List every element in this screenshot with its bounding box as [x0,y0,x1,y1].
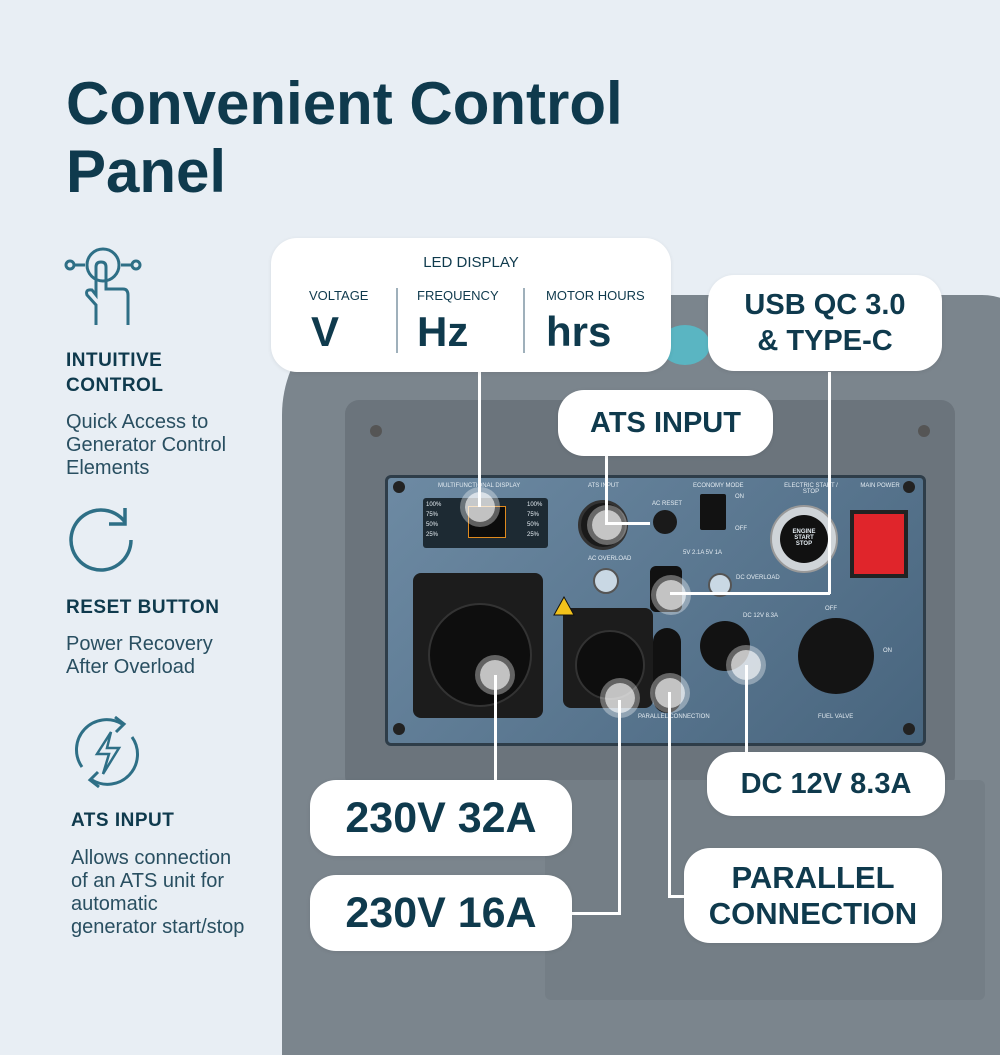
panel-screw [393,723,405,735]
panel-screw [393,481,405,493]
load-50-label: 50% [426,522,439,528]
fuel-valve-knob[interactable] [798,618,874,694]
panel-label-main-power: MAIN POWER [860,483,900,489]
panel-label-fuel-valve: FUEL VALVE [818,714,854,720]
connector-line-usb [670,592,830,595]
economy-on-label: ON [735,494,744,500]
callout-230v-32a: 230V 32A [310,780,572,856]
panel-label-electric-start: ELECTRIC START / STOP [784,483,838,495]
led-display-heading: LED DISPLAY [423,254,519,271]
economy-off-label: OFF [735,526,747,532]
panel-label-ac-overload: AC OVERLOAD [588,556,632,562]
ac-reset-button[interactable] [653,510,677,534]
callout-parallel-line2: CONNECTION [708,896,918,931]
panel-screw [903,481,915,493]
callout-parallel-line1: PARALLEL [731,860,895,895]
callout-230v-16a: 230V 16A [310,875,572,951]
economy-mode-switch[interactable] [700,494,726,530]
fuel-75-label: 75% [527,512,540,518]
marker-dot-ats [592,510,622,540]
marker-dot-parallel [655,678,685,708]
load-100-label: 100% [426,502,442,508]
panel-label-economy-mode: ECONOMY MODE [693,483,744,489]
main-power-switch[interactable] [850,510,908,578]
connector-line-ats [605,455,608,525]
callout-led-display: LED DISPLAY VOLTAGE V FREQUENCY Hz MOTOR… [271,238,671,372]
callout-ats-input: ATS INPUT [558,390,773,456]
ats-lightning-icon [75,715,139,789]
led-voltage-label: VOLTAGE [309,288,369,303]
control-panel: MULTIFUNCTIONAL DISPLAY 100% 75% 50% 25%… [385,475,926,746]
usb-spec-label: 5V 2.1A 5V 1A [683,550,723,556]
connector-line-parallel [668,692,671,897]
fuel-50-label: 50% [527,522,540,528]
connector-line-dc [745,665,748,760]
socket-230v-32a[interactable] [413,573,543,718]
connector-line-16a [560,912,620,915]
engine-start-stop-label: ENGINE START STOP [792,529,816,547]
frame-screw [370,425,382,437]
panel-label-parallel-connection: PARALLEL CONNECTION [638,714,710,720]
touch-control-icon [64,247,142,325]
marker-dot-led [465,492,495,522]
fuel-valve-off-label: OFF [825,606,837,612]
led-motor-hours-label: MOTOR HOURS [546,288,645,303]
led-voltage-value: V [311,308,340,355]
marker-dot-32a [480,660,510,690]
led-divider [523,288,525,353]
callout-usb-line1: USB QC 3.0 [744,289,906,321]
reset-arrow-icon [69,508,133,572]
panel-label-ac-reset: AC RESET [652,501,683,507]
connector-line-usb [828,372,831,594]
panel-label-dc-overload: DC OVERLOAD [736,575,780,581]
connector-line-32a [494,675,497,785]
led-frequency-value: Hz [417,308,469,355]
ac-overload-indicator [593,568,619,594]
fuel-valve-on-label: ON [883,648,892,654]
led-motor-hours-value: hrs [546,308,612,355]
marker-dot-usb [656,580,686,610]
fuel-100-label: 100% [527,502,543,508]
warning-icon [553,596,575,616]
callout-usb: USB QC 3.0 & TYPE-C [708,275,942,371]
engine-start-stop-button[interactable]: ENGINE START STOP [770,505,838,573]
connector-line-ats [605,522,650,525]
panel-screw [903,723,915,735]
load-25-label: 25% [426,532,439,538]
led-divider [396,288,398,353]
connector-line-led [478,372,481,507]
feature-title-ats-input: ATS INPUT [71,810,175,831]
connector-line-16a [618,700,621,915]
callout-dc: DC 12V 8.3A [707,752,945,816]
load-75-label: 75% [426,512,439,518]
led-frequency-label: FREQUENCY [417,288,499,303]
connector-line-parallel [668,895,688,898]
fuel-25-label: 25% [527,532,540,538]
panel-label-ats-input: ATS INPUT [588,483,619,489]
callout-parallel: PARALLEL CONNECTION [684,848,942,943]
feature-title-reset-button: RESET BUTTON [66,597,220,618]
page-title: Convenient Control Panel [66,70,623,205]
panel-label-dc-spec: DC 12V 8.3A [743,613,779,619]
callout-usb-line2: & TYPE-C [757,325,893,357]
frame-screw [918,425,930,437]
marker-dot-dc [731,650,761,680]
marker-dot-16a [605,683,635,713]
